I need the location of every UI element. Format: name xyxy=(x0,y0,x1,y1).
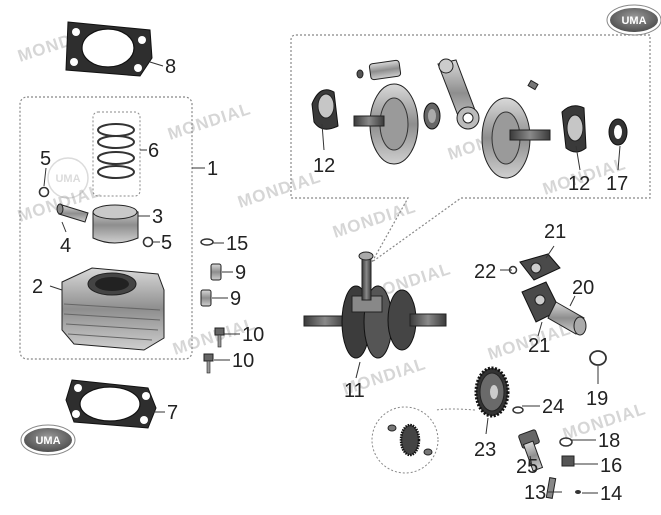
crank-bearing-right xyxy=(561,105,587,153)
uma-logo-bottom: UMA xyxy=(20,424,76,456)
bolt xyxy=(214,327,225,348)
callout-7: 7 xyxy=(167,402,178,424)
callout-3: 3 xyxy=(152,206,163,228)
cylinder-base-gasket xyxy=(65,379,157,429)
crankshaft-detail-box xyxy=(290,34,651,263)
callout-5-left: 5 xyxy=(40,148,51,170)
callout-2: 2 xyxy=(32,276,43,298)
piston-pin xyxy=(56,203,89,223)
woodruff-key xyxy=(527,79,539,91)
callout-4: 4 xyxy=(60,235,71,257)
watermark: MONDIAL xyxy=(235,167,323,212)
callout-20: 20 xyxy=(572,277,594,299)
pump-o-ring xyxy=(512,406,524,414)
dowel-pin xyxy=(210,263,222,281)
logo-text: UMA xyxy=(35,435,60,447)
needle-bearing xyxy=(423,102,441,130)
callout-15: 15 xyxy=(226,233,248,255)
callout-16: 16 xyxy=(600,455,622,477)
rocker-shaft xyxy=(547,301,587,336)
callout-11: 11 xyxy=(344,380,365,402)
crankshaft-assembly xyxy=(303,251,447,359)
callout-25: 25 xyxy=(516,456,538,478)
callout-14: 14 xyxy=(600,483,622,505)
sprocket-gear xyxy=(474,366,510,418)
leader-lines xyxy=(43,61,621,494)
crank-half-right xyxy=(481,97,551,179)
shaft-o-ring xyxy=(589,350,607,366)
callout-13: 13 xyxy=(524,482,546,504)
callout-22: 22 xyxy=(474,261,496,283)
uma-logo-top: UMA xyxy=(606,4,661,36)
rocker-arm-upper xyxy=(519,253,561,281)
bolt xyxy=(203,353,214,374)
spring-pin xyxy=(545,477,557,499)
crank-pin xyxy=(356,59,402,81)
circlip xyxy=(142,236,154,248)
connecting-rod xyxy=(437,58,480,130)
oil-pump-shaft xyxy=(518,429,544,472)
circlip xyxy=(38,186,50,198)
callout-9-lower: 9 xyxy=(230,288,241,310)
callout-19: 19 xyxy=(586,388,608,410)
callout-labels: 8 6 1 3 5 5 4 2 15 9 9 10 10 7 12 12 17 … xyxy=(32,56,628,505)
cylinder-block xyxy=(61,267,165,351)
bushing xyxy=(561,455,575,467)
callout-12-left: 12 xyxy=(313,155,335,177)
callout-1: 1 xyxy=(207,158,218,180)
callout-21-upper: 21 xyxy=(544,221,566,243)
dowel-pin xyxy=(200,289,212,307)
watermark: MONDIAL xyxy=(330,197,418,242)
callout-21-lower: 21 xyxy=(528,335,550,357)
leader-dashed xyxy=(435,408,476,411)
washer xyxy=(559,437,573,447)
watermark: MONDIAL xyxy=(15,181,103,226)
callout-5-right: 5 xyxy=(161,232,172,254)
small-ball xyxy=(575,490,581,494)
piston-ring-box xyxy=(92,111,141,197)
callout-18: 18 xyxy=(598,430,620,452)
callout-8: 8 xyxy=(165,56,176,78)
crank-bearing-left xyxy=(311,89,339,130)
callout-23: 23 xyxy=(474,439,496,461)
gear-detail-inset xyxy=(371,406,439,474)
callout-12-right: 12 xyxy=(568,173,590,195)
cylinder-head-gasket xyxy=(65,21,153,77)
uma-logo-ghost: UMA xyxy=(47,157,89,199)
piston xyxy=(92,204,139,244)
crank-half-left xyxy=(353,83,419,165)
callout-24: 24 xyxy=(542,396,564,418)
cylinder-group-box xyxy=(19,96,193,360)
o-ring xyxy=(200,238,214,246)
callout-10-upper: 10 xyxy=(242,324,264,346)
piston-rings xyxy=(97,123,135,179)
watermark: MONDIAL xyxy=(165,99,253,144)
callout-10-lower: 10 xyxy=(232,350,254,372)
logo-text: UMA xyxy=(55,173,80,185)
oil-seal xyxy=(608,118,628,146)
callout-17: 17 xyxy=(606,173,628,195)
logo-text: UMA xyxy=(621,15,646,27)
callout-9-upper: 9 xyxy=(235,262,246,284)
callout-6: 6 xyxy=(148,140,159,162)
